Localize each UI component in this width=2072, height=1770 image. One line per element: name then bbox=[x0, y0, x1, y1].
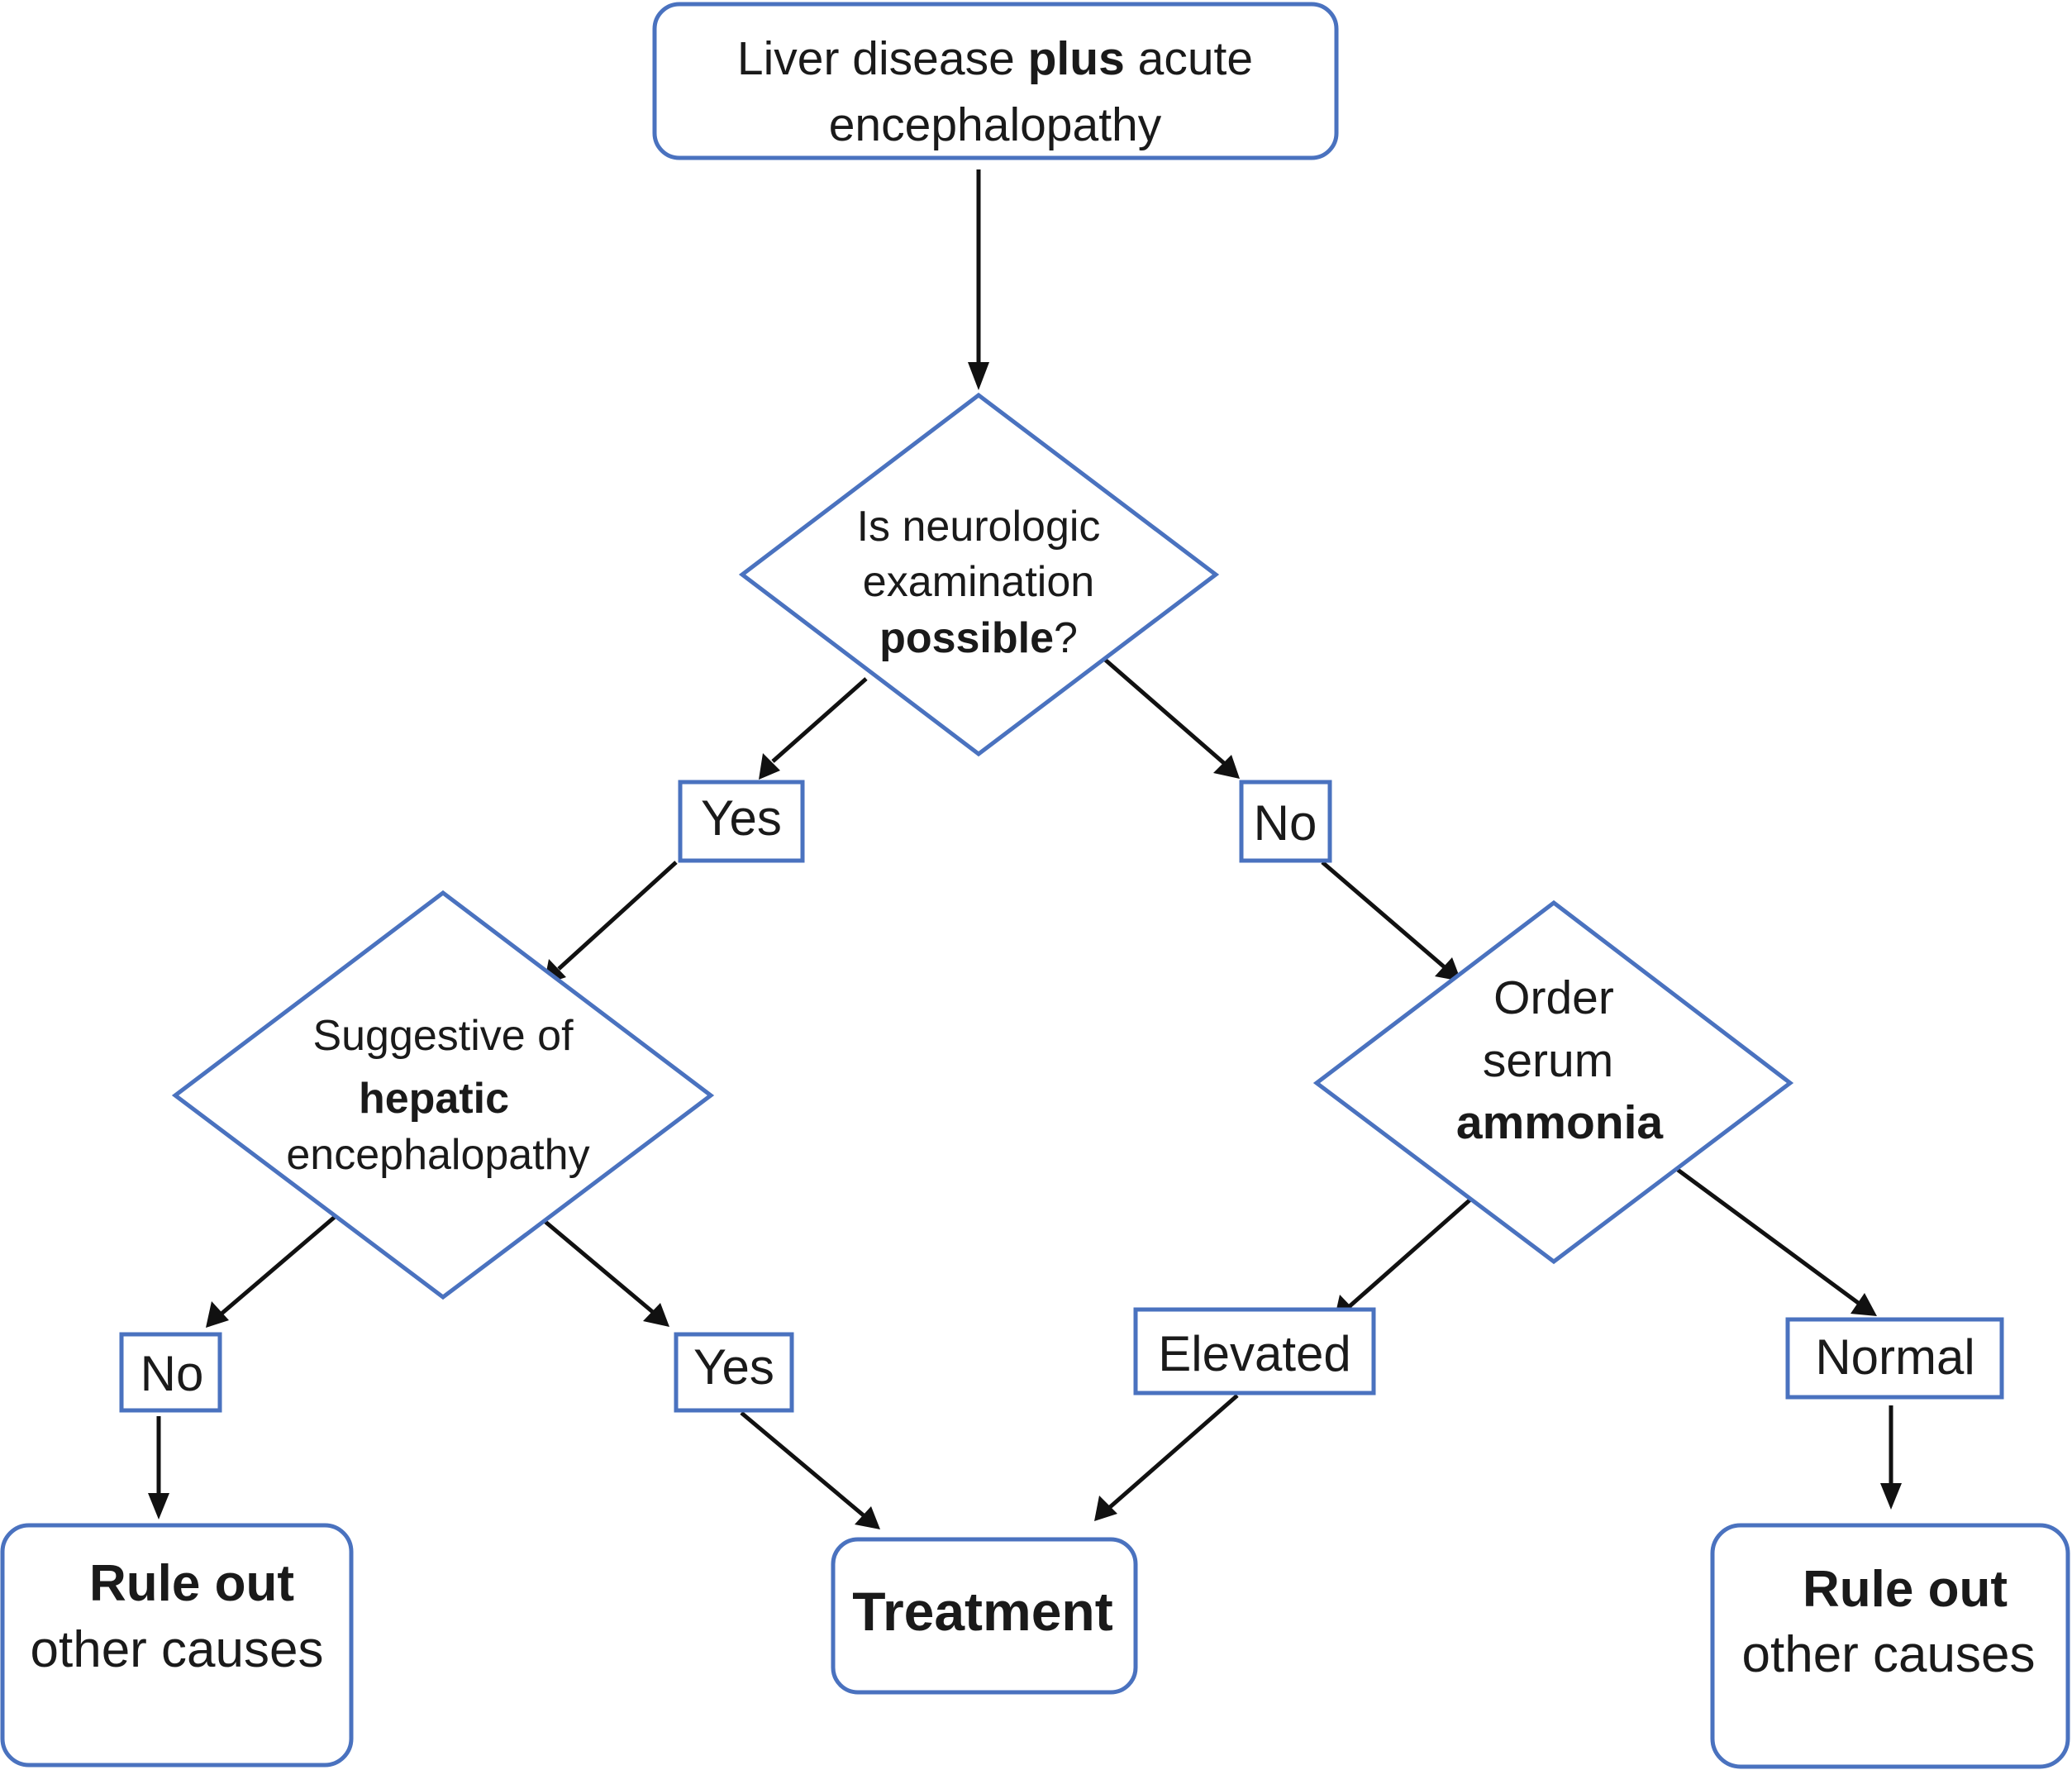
arrow-yes-to-treatment bbox=[740, 1411, 880, 1529]
arrow-normal-to-ruleout-right bbox=[1880, 1405, 1902, 1510]
decision-hepatic-encephalopathy: Suggestive of hepatic encephalopathy bbox=[171, 890, 715, 1300]
decision-neurologic-exam-line3: possible? bbox=[879, 614, 1078, 662]
end-treatment-label: Treatment bbox=[852, 1581, 1112, 1642]
arrow-exam-to-yes bbox=[759, 677, 868, 780]
arrow-start-to-exam bbox=[968, 169, 989, 390]
decision-serum-ammonia: Order serum ammonia bbox=[1312, 899, 1794, 1265]
arrow-no-to-ruleout-left bbox=[148, 1416, 169, 1520]
branch-label-exam-yes: Yes bbox=[678, 780, 805, 863]
arrow-ammonia-to-elevated bbox=[1334, 1192, 1479, 1320]
decision-neurologic-exam-line2: examination bbox=[863, 558, 1094, 606]
svg-text:Yes: Yes bbox=[693, 1339, 774, 1395]
arrow-hepatic-to-yes bbox=[544, 1220, 669, 1327]
end-rule-out-right-line2: other causes bbox=[1742, 1626, 2036, 1683]
decision-ammonia-line3: ammonia bbox=[1456, 1096, 1665, 1149]
svg-text:Yes: Yes bbox=[701, 790, 782, 846]
branch-label-exam-no: No bbox=[1239, 780, 1332, 863]
arrow-exam-to-no bbox=[1103, 657, 1240, 779]
end-rule-out-left-line2: other causes bbox=[31, 1621, 324, 1678]
svg-text:Elevated: Elevated bbox=[1158, 1326, 1351, 1381]
branch-label-hepatic-no: No bbox=[119, 1332, 222, 1413]
connectors bbox=[148, 169, 1902, 1529]
end-node-rule-out-left: Rule out other causes bbox=[0, 1523, 354, 1768]
end-node-treatment: Treatment bbox=[831, 1537, 1138, 1695]
branch-label-hepatic-yes: Yes bbox=[674, 1332, 794, 1413]
end-node-rule-out-right: Rule out other causes bbox=[1710, 1523, 2070, 1769]
arrow-elevated-to-treatment bbox=[1094, 1394, 1239, 1521]
start-node-line2: encephalopathy bbox=[829, 98, 1162, 151]
decision-neurologic-exam: Is neurologic examination possible? bbox=[738, 392, 1220, 757]
branch-label-ammonia-elevated: Elevated bbox=[1133, 1307, 1376, 1395]
decision-ammonia-line2: serum bbox=[1483, 1034, 1613, 1087]
svg-text:No: No bbox=[141, 1346, 204, 1401]
svg-text:Normal: Normal bbox=[1815, 1329, 1974, 1385]
decision-hepatic-line2: hepatic bbox=[359, 1075, 509, 1123]
end-rule-out-right-line1: Rule out bbox=[1803, 1561, 2008, 1618]
arrow-no-to-ammonia bbox=[1321, 861, 1461, 981]
decision-hepatic-line3: encephalopathy bbox=[286, 1131, 589, 1179]
start-node: Liver disease plus acute encephalopathy bbox=[652, 2, 1339, 160]
decision-neurologic-exam-line1: Is neurologic bbox=[857, 503, 1101, 551]
svg-text:No: No bbox=[1254, 795, 1317, 851]
decision-ammonia-line1: Order bbox=[1493, 971, 1614, 1024]
arrow-yes-to-hepatic bbox=[544, 861, 678, 985]
decision-hepatic-line1: Suggestive of bbox=[312, 1012, 574, 1060]
arrow-hepatic-to-no bbox=[206, 1215, 336, 1328]
arrow-ammonia-to-normal bbox=[1676, 1167, 1877, 1316]
start-node-line1: Liver disease plus acute bbox=[737, 32, 1253, 85]
end-rule-out-left-line1: Rule out bbox=[89, 1555, 294, 1612]
branch-label-ammonia-normal: Normal bbox=[1785, 1317, 2004, 1400]
